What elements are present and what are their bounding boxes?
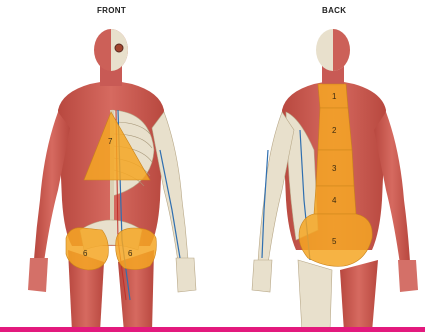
back-right-hand	[398, 260, 418, 292]
front-zone-label-7: 7	[108, 137, 113, 146]
front-zone-6-right	[116, 228, 157, 270]
front-left-hand	[28, 258, 48, 292]
back-left-hand	[252, 260, 272, 292]
front-zone-label-6a: 6	[83, 249, 88, 258]
front-zone-label-6b: 6	[128, 249, 133, 258]
front-eye	[115, 44, 123, 52]
back-zone-label-2: 2	[332, 126, 337, 135]
accent-bar	[0, 327, 425, 332]
back-zone-label-1: 1	[332, 92, 337, 101]
back-zone-label-5: 5	[332, 237, 337, 246]
back-right-leg	[340, 260, 378, 332]
back-zone-label-4: 4	[332, 196, 337, 205]
front-figure	[28, 29, 196, 332]
back-head-muscle	[333, 29, 350, 71]
back-left-leg	[298, 260, 332, 332]
front-right-hand	[176, 258, 196, 292]
back-zone-label-3: 3	[332, 164, 337, 173]
